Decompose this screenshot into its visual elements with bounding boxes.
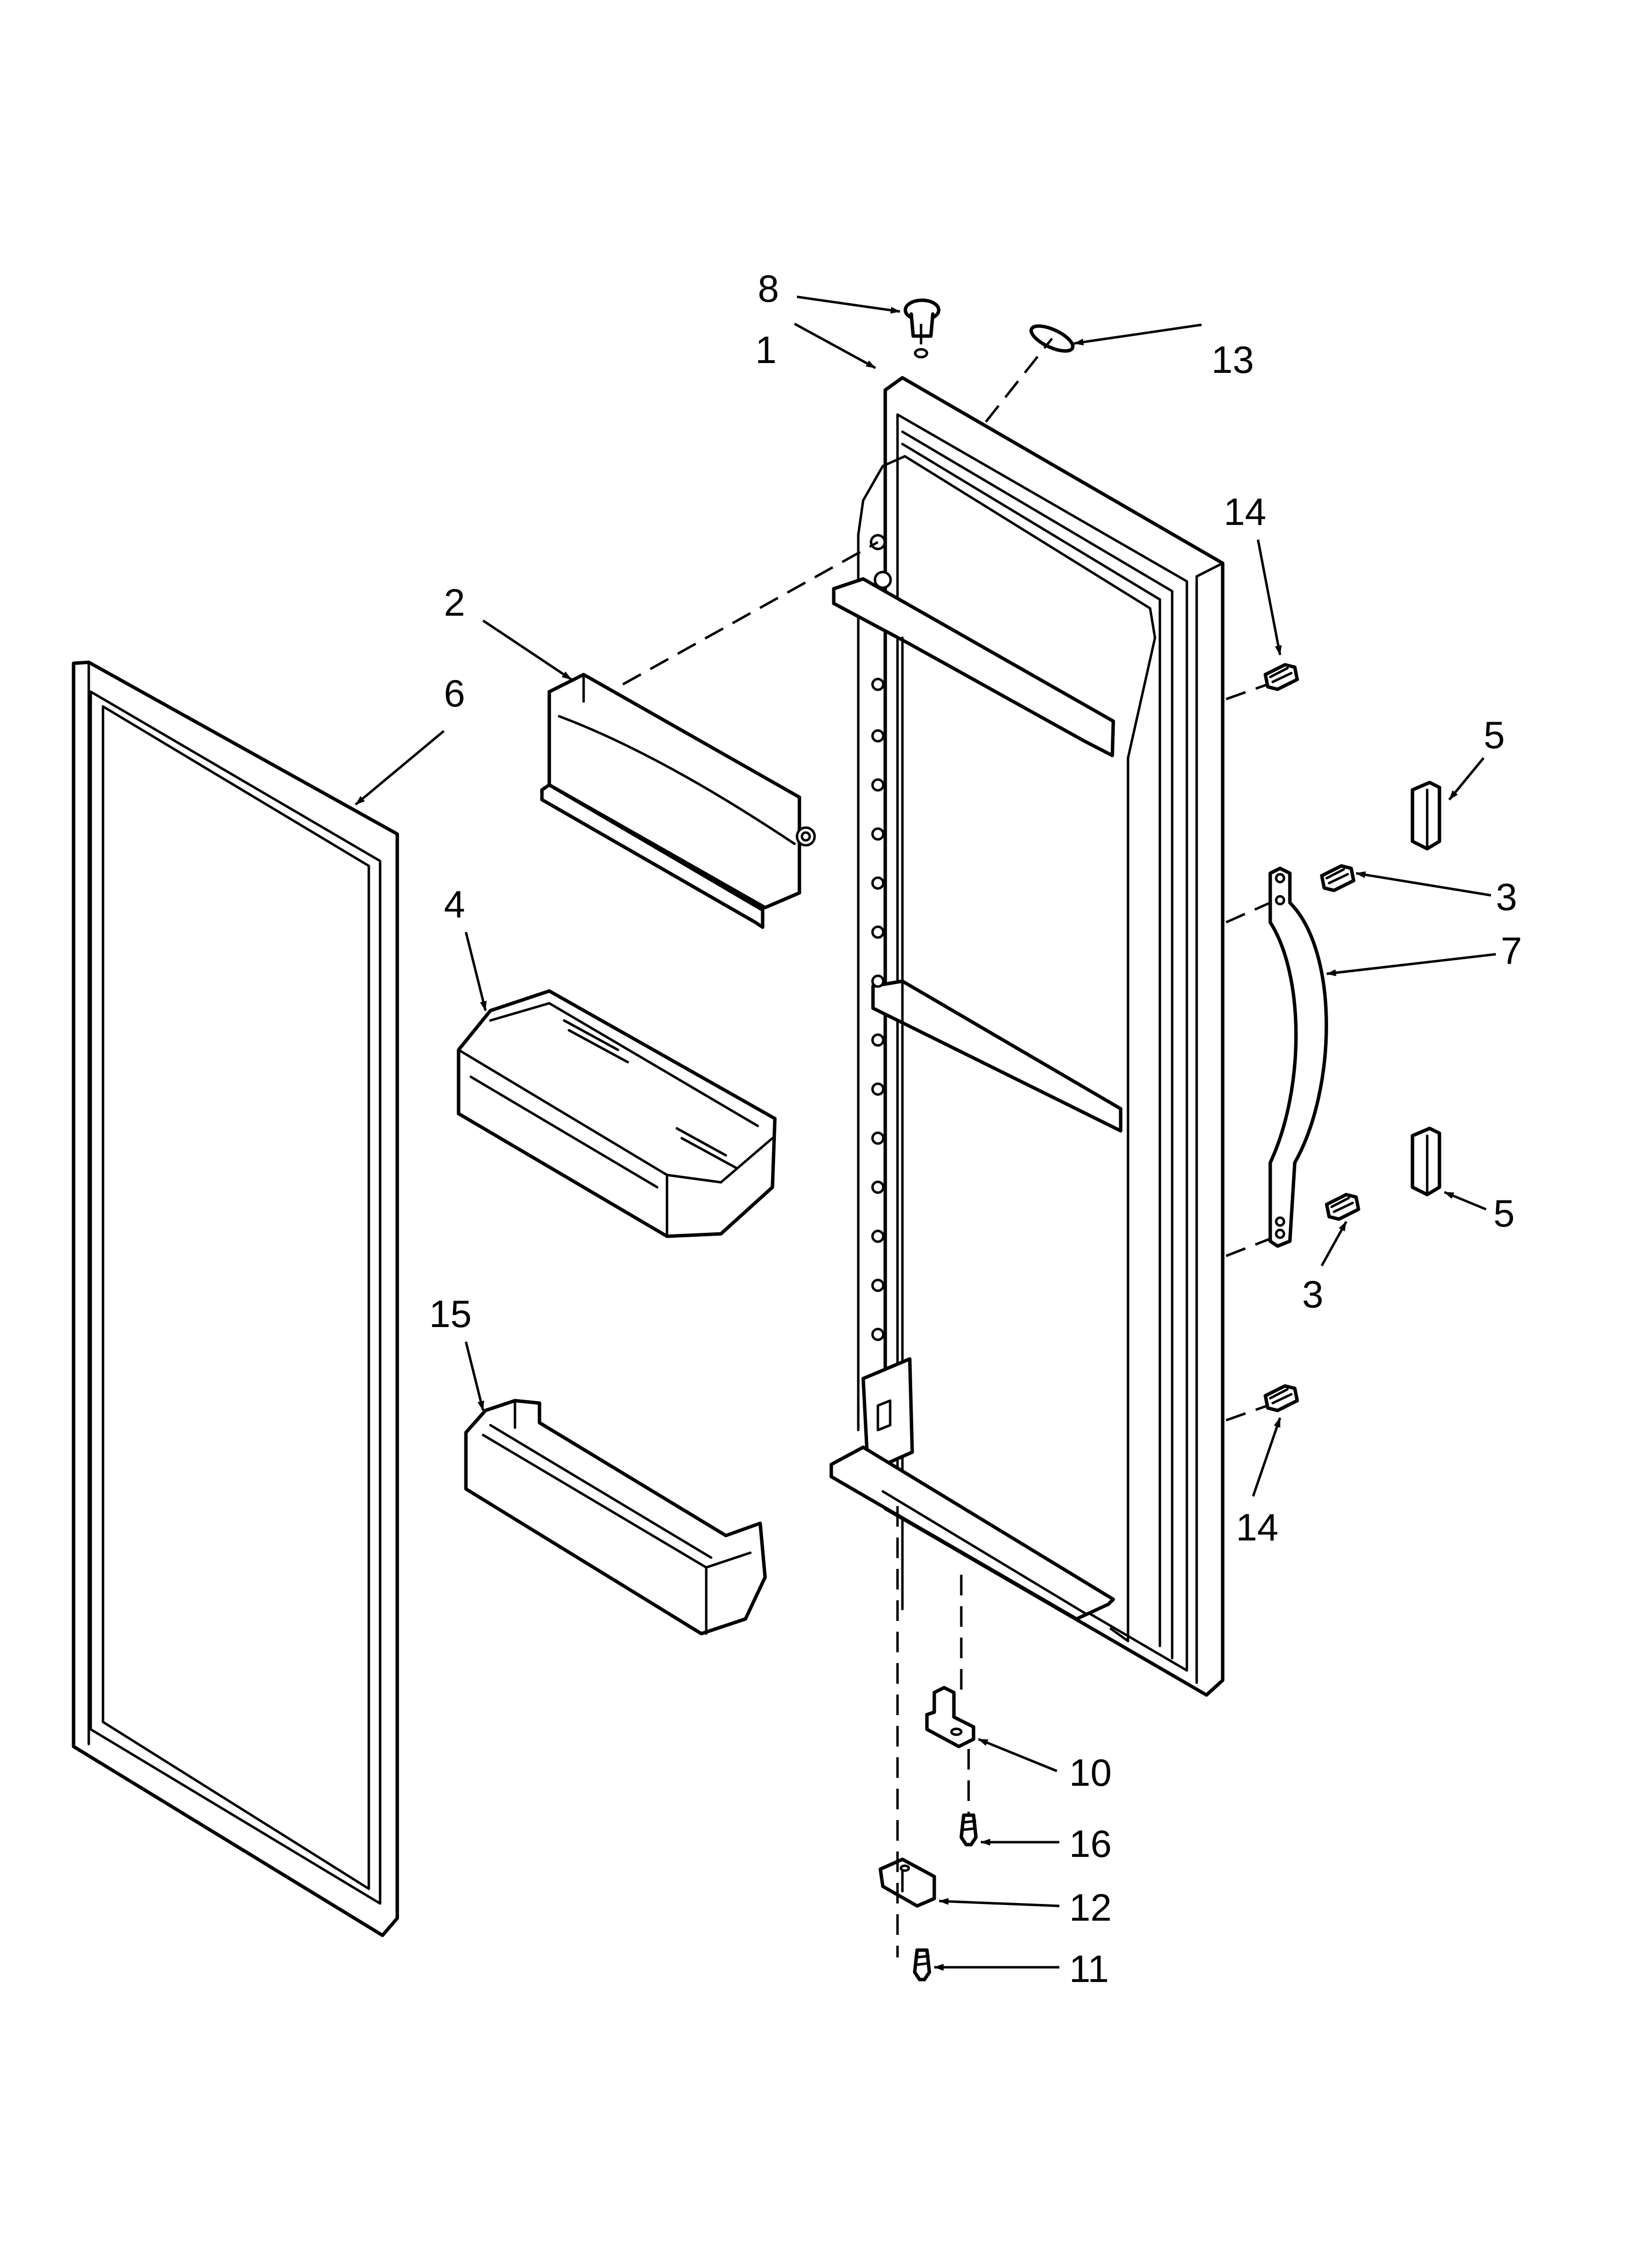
callout-labels: 8 1 13 14 2 6 5 3 7 4 5 3 15 14 10 16 12… <box>429 267 1522 1990</box>
callout-7: 7 <box>1501 929 1522 972</box>
door-handle-part <box>1268 866 1328 1248</box>
callout-10: 10 <box>1069 1751 1112 1794</box>
dairy-compartment-part <box>540 673 816 929</box>
hinge-block-part <box>878 1857 936 1908</box>
door-screw-top-part <box>1263 663 1299 691</box>
door-screw-bottom-part <box>1263 1384 1299 1412</box>
handle-screw-top-part <box>1320 864 1356 892</box>
callout-14-top: 14 <box>1224 490 1266 533</box>
callout-13: 13 <box>1211 338 1254 381</box>
hinge-bracket-part <box>925 1686 975 1748</box>
callout-1: 1 <box>755 328 776 371</box>
door-bin-part <box>457 989 777 1238</box>
callout-5-bottom: 5 <box>1493 1192 1514 1235</box>
callout-5-top: 5 <box>1484 713 1505 756</box>
handle-end-cap-top-part <box>1411 781 1441 851</box>
handle-screw-bottom-part <box>1325 1193 1360 1221</box>
rail-holes <box>871 678 885 1341</box>
door-gasket-part <box>72 660 399 1937</box>
callout-8: 8 <box>758 267 779 310</box>
callout-2: 2 <box>444 581 465 624</box>
lower-door-bin-part <box>464 1399 767 1636</box>
hinge-screw-part <box>959 1813 978 1847</box>
callout-15: 15 <box>429 1292 472 1335</box>
callout-6: 6 <box>444 672 465 715</box>
callout-11: 11 <box>1069 1947 1109 1990</box>
callout-14-bottom: 14 <box>1236 1506 1279 1549</box>
hinge-block-screw-part <box>913 1948 931 1981</box>
alignment-lines <box>622 324 1271 1957</box>
callout-3-top: 3 <box>1496 875 1517 918</box>
callout-4: 4 <box>444 883 465 926</box>
callout-3-bottom: 3 <box>1302 1273 1323 1316</box>
refrigerator-door-part <box>829 376 1225 1697</box>
callout-12: 12 <box>1069 1886 1112 1929</box>
callout-16: 16 <box>1069 1822 1112 1865</box>
callout-leaders <box>355 295 1496 1971</box>
handle-end-cap-bottom-part <box>1411 1126 1441 1197</box>
